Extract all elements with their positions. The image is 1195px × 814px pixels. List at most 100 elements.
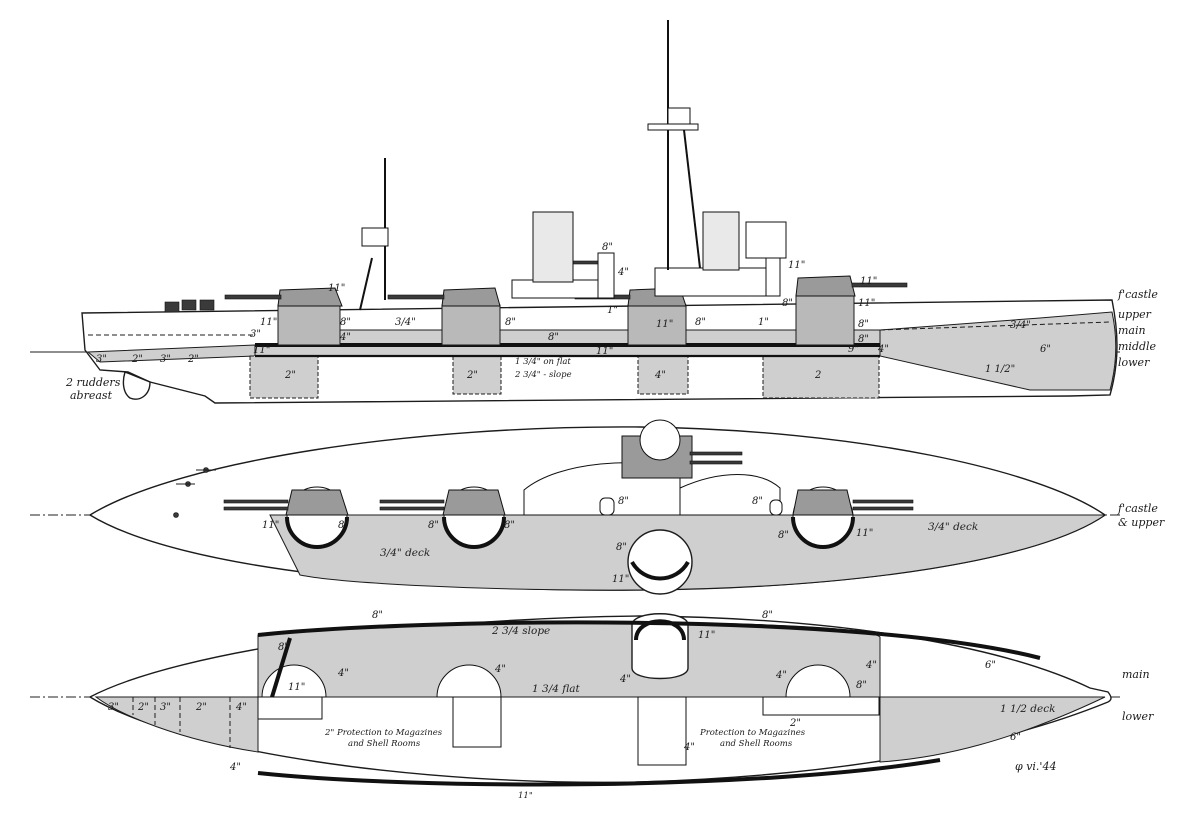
profile-armor-belt-8e: 8": [858, 334, 869, 345]
upper-plan-boat-b: [769, 499, 783, 516]
profile-armor-belt-11d: 11": [858, 298, 875, 309]
profile-armor-belt-11f: 11": [788, 260, 805, 271]
profile-armor-stern-4: 4": [877, 344, 889, 355]
upper-plan-armor-aft-11: 11": [856, 528, 873, 539]
profile-armor-bow-3: 3": [96, 354, 107, 365]
upper-plan-turret-d: [792, 489, 854, 516]
profile-fore-mast-strut: [359, 257, 373, 311]
profile-turret-d: [795, 275, 856, 297]
profile-ct-fwd: [597, 252, 615, 299]
upper-plan-gun-d2: [852, 506, 914, 511]
lower-deck-plan: main lower 2 3/4 slope 1 3/4 flat 1 1/2 …: [30, 610, 1154, 801]
lower-plan-magazine-a: [257, 696, 323, 720]
lower-plan-mag-note-left-2: and Shell Rooms: [348, 739, 421, 749]
profile-armor-stern-112: 1 1/2": [985, 364, 1015, 375]
profile-ct-aft: [765, 257, 781, 297]
upper-plan-gun-small-1: [173, 512, 179, 518]
profile-main-top-box: [667, 107, 691, 125]
profile-armor-lower-4: 4": [339, 332, 351, 343]
lower-plan-armor-bot-4: 4": [229, 762, 241, 773]
upper-plan-armor-t1-8: 8": [338, 520, 349, 531]
lower-plan-armor-right-4: 4": [865, 660, 877, 671]
profile-deck-label-upper: upper: [1118, 308, 1152, 321]
profile-armor-turret-a: 11": [328, 283, 345, 294]
lower-plan-stern-armor: [879, 696, 1106, 763]
upper-plan-armor-t2-8a: 8": [428, 520, 439, 531]
lower-plan-bulkhead: [270, 637, 292, 698]
profile-barbette-d: [795, 294, 855, 346]
lower-plan-flat-note: 1 3/4 flat: [532, 683, 581, 695]
lower-plan-mag-note-right-1: Protection to Magazines: [699, 728, 806, 738]
profile-armor-ct-4: 4": [617, 267, 629, 278]
profile-barbette-a: [277, 304, 341, 346]
profile-gun-b: [387, 294, 445, 300]
profile-rudder-note-2: abreast: [70, 389, 113, 402]
profile-armor-one: 1": [607, 305, 618, 316]
profile-deck-label-fcastle: f'castle: [1117, 288, 1158, 301]
profile-armor-mag-2b: 2": [466, 370, 478, 381]
profile-turret-b: [441, 287, 501, 307]
lower-plan-armor-stern-6a: 6": [985, 660, 996, 671]
upper-plan-gun-b1: [379, 499, 445, 504]
upper-plan-armor-t2-8b: 8": [504, 520, 515, 531]
lower-plan-armor-t2-4: 4": [494, 664, 506, 675]
lower-plan-armor-t4-4: 4": [775, 670, 787, 681]
lower-plan-magazine-b: [452, 696, 502, 748]
lower-plan-magazine-c: [637, 696, 687, 766]
upper-plan-barbette-wing-armor: [630, 560, 690, 581]
profile-armor-ct-8: 8": [602, 242, 613, 253]
profile-armor-belt-11c: 11": [656, 319, 673, 330]
upper-plan-barbette-wing: [627, 529, 693, 595]
lower-plan-armor-t4-8: 8": [856, 680, 867, 691]
profile-armor-bow-3b: 3": [160, 354, 171, 365]
upper-plan-deck-label-2: & upper: [1118, 516, 1165, 529]
lower-plan-mag-note-left-1: 2" Protection to Magazines: [324, 728, 443, 738]
lower-plan-armor-bow-3b: 3": [160, 702, 171, 713]
profile-armor-belt-11e: 11": [860, 276, 877, 287]
profile-gun-small-3: [199, 299, 215, 311]
profile-gun-d: [851, 282, 908, 288]
lower-plan-armor-t1-11: 11": [288, 682, 305, 693]
profile-deck-label-middle: middle: [1118, 340, 1157, 353]
profile-main-top: [647, 123, 699, 131]
profile-view: f'castle upper main middle lower 2 rudde…: [30, 20, 1158, 404]
profile-armor-belt-8a: 8": [548, 332, 559, 343]
profile-armor-barbette-a: 8": [340, 317, 351, 328]
profile-bridge-aft: [745, 221, 787, 259]
profile-gun-small-1: [164, 301, 180, 313]
lower-plan-slope-note: 2 3/4 slope: [491, 625, 550, 637]
lower-plan-lower-belt: [257, 758, 941, 787]
profile-rudder-note-1: 2 rudders: [65, 376, 121, 389]
lower-plan-armor-bow-2b: 2": [195, 702, 207, 713]
profile-armor-bow-2b: 2": [187, 354, 199, 365]
profile-barbette-c: [627, 304, 687, 346]
upper-plan-turret-a: [285, 489, 349, 516]
lower-plan-armor-t1-4: 4": [337, 668, 349, 679]
profile-armor-turret-a-side: 11": [260, 317, 277, 328]
lower-plan-barbette-c: [631, 613, 689, 680]
lower-plan-mag-note-right-2: and Shell Rooms: [720, 739, 793, 749]
lower-plan-armor-mag-2: 2": [789, 718, 801, 729]
lower-plan-deck-label-main: main: [1122, 668, 1150, 681]
lower-plan-armor-top-8b: 8": [762, 610, 773, 621]
upper-plan-deck-note-b: 3/4" deck: [928, 521, 978, 533]
lower-plan-armor-bow-4: 4": [235, 702, 247, 713]
profile-magazine-b: [452, 355, 502, 395]
profile-armor-belt-8b: 8": [695, 317, 706, 328]
profile-rudder: [122, 371, 151, 400]
upper-plan-gun-c1: [689, 451, 743, 456]
upper-plan-gun-c2: [689, 460, 743, 465]
profile-armor-stern-34: 3/4": [1010, 320, 1031, 331]
profile-barbette-b: [441, 304, 501, 346]
lower-plan-armor-bow-3: 3": [108, 702, 119, 713]
profile-armor-deck-34: 3/4": [395, 317, 416, 328]
upper-plan-turret-c-dome: [639, 419, 681, 461]
lower-plan-armor-t3-11: 11": [698, 630, 715, 641]
profile-funnel-fore: [532, 211, 574, 283]
upper-plan-armor-aft-8b: 8": [778, 530, 789, 541]
upper-plan-turret-b: [442, 489, 506, 516]
upper-plan-barbette-d-armor: [791, 516, 855, 549]
profile-fore-top: [361, 227, 389, 247]
profile-armor-belt-main: 11": [596, 346, 613, 357]
